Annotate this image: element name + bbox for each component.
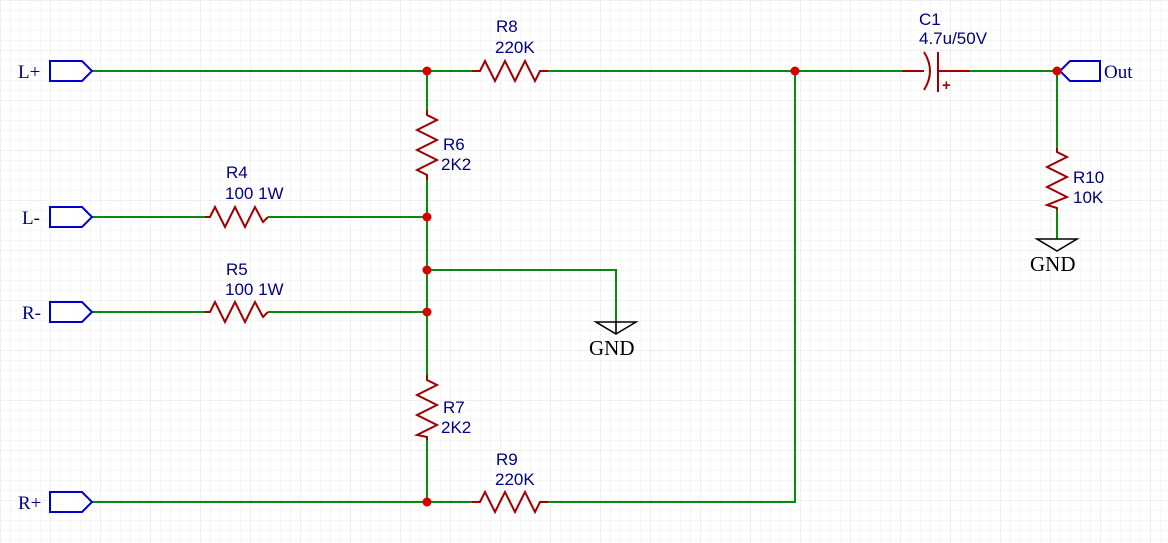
junction-gnd	[422, 265, 432, 275]
c1-polarity-mark: +	[942, 77, 951, 94]
resistor-r7[interactable]	[413, 375, 440, 440]
c1-ref-label: C1	[919, 10, 941, 29]
r8-ref-label: R8	[496, 17, 518, 36]
r5-ref-label: R5	[226, 260, 248, 279]
port-l-plus-label: L+	[18, 62, 40, 83]
port-l-minus-label: L-	[22, 208, 40, 229]
port-r-minus-shape[interactable]	[49, 301, 94, 323]
wires	[92, 70, 1060, 503]
r6-ref-label: R6	[443, 135, 465, 154]
gnd-label-output: GND	[1030, 252, 1076, 276]
resistor-r5[interactable]	[205, 299, 269, 325]
junction-r-minus	[422, 307, 432, 317]
r7-value-label: 2K2	[441, 418, 471, 437]
r9-ref-label: R9	[496, 450, 518, 469]
capacitor-c1[interactable]	[902, 51, 970, 92]
resistor-r9[interactable]	[472, 489, 548, 515]
ground-symbol-output[interactable]	[1034, 238, 1080, 252]
r8-value-label: 220K	[495, 38, 535, 57]
wire-to-gnd[interactable]	[427, 269, 617, 322]
port-r-plus-shape[interactable]	[49, 491, 94, 513]
r4-value-label: 100 1W	[225, 184, 284, 203]
junction-l-plus	[422, 66, 432, 76]
junction-out	[1052, 66, 1062, 76]
junction-l-minus	[422, 212, 432, 222]
r5-value-label: 100 1W	[225, 280, 284, 299]
port-r-minus-label: R-	[22, 303, 41, 324]
r9-value-label: 220K	[495, 470, 535, 489]
port-r-plus-label: R+	[18, 493, 41, 514]
gnd-label-main: GND	[589, 336, 635, 360]
r6-value-label: 2K2	[441, 155, 471, 174]
port-l-plus-shape[interactable]	[49, 60, 94, 82]
resistor-r10[interactable]	[1043, 148, 1070, 210]
junction-r-plus	[422, 497, 432, 507]
c1-value-label: 4.7u/50V	[919, 29, 988, 48]
junction-dots	[422, 66, 1062, 507]
r4-ref-label: R4	[226, 163, 248, 182]
resistor-r6[interactable]	[414, 110, 440, 180]
resistor-r4[interactable]	[205, 204, 269, 230]
resistor-r8[interactable]	[472, 58, 548, 84]
r7-ref-label: R7	[443, 398, 465, 417]
port-l-minus-shape[interactable]	[49, 206, 94, 228]
port-out-label: Out	[1104, 62, 1133, 83]
ground-symbol-main[interactable]	[593, 321, 639, 335]
r10-ref-label: R10	[1073, 168, 1104, 187]
junction-sum	[790, 66, 800, 76]
r10-value-label: 10K	[1073, 188, 1104, 207]
wire-r9-to-node[interactable]	[548, 71, 796, 503]
port-out-shape[interactable]	[1058, 60, 1101, 82]
